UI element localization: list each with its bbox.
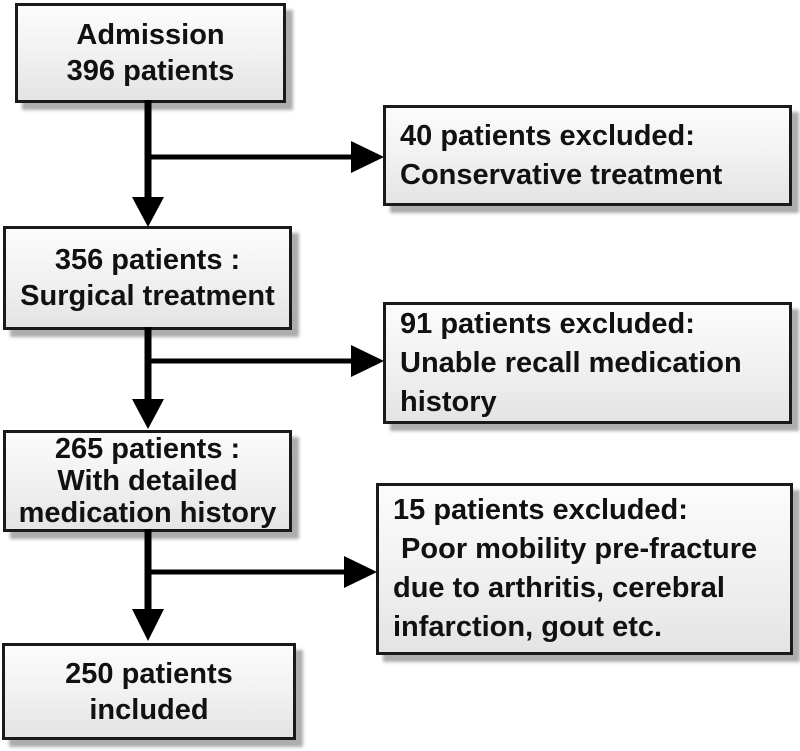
box-text-line: 40 patients excluded:	[400, 119, 695, 152]
flow-box-admission: Admission 396 patients	[15, 3, 286, 103]
flow-box-excluded-mobility: 15 patients excluded: Poor mobility pre-…	[376, 483, 793, 655]
box-text-line: included	[89, 693, 209, 726]
branch-arrow-to-excluded-mobility	[145, 556, 377, 588]
box-text-line: medication history	[18, 497, 277, 529]
box-text-line: infarction, gout etc.	[393, 611, 663, 643]
box-text-line: 15 patients excluded:	[393, 494, 688, 526]
box-text-line: With detailed	[57, 465, 238, 497]
box-text-line: history	[400, 385, 497, 418]
flow-box-detailed-history: 265 patients : With detailed medication …	[3, 430, 292, 532]
flow-box-excluded-conservative: 40 patients excluded: Conservative treat…	[383, 105, 792, 206]
arrow-detailed-to-included	[132, 529, 164, 641]
arrow-surgical-to-detailed	[132, 327, 164, 429]
box-text-line: Surgical treatment	[20, 280, 275, 312]
arrow-admission-to-surgical	[132, 100, 164, 227]
box-text-line: due to arthritis, cerebral	[393, 572, 725, 604]
box-text-line: 356 patients :	[54, 244, 241, 276]
box-text-line: Poor mobility pre-fracture	[393, 533, 758, 565]
flow-box-included: 250 patients included	[2, 643, 296, 740]
box-text-line: 396 patients	[66, 55, 235, 87]
box-text-line: 265 patients :	[54, 433, 241, 465]
box-text-line: Admission	[76, 19, 225, 51]
box-text-line: 91 patients excluded:	[400, 307, 695, 340]
box-text-line: Conservative treatment	[400, 158, 723, 191]
flow-box-surgical-treatment: 356 patients : Surgical treatment	[3, 226, 292, 330]
branch-arrow-to-excluded-recall	[145, 345, 384, 377]
flow-box-excluded-recall: 91 patients excluded: Unable recall medi…	[383, 302, 792, 424]
box-text-line: 250 patients	[65, 657, 233, 690]
branch-arrow-to-excluded-conservative	[145, 141, 384, 173]
box-text-line: Unable recall medication	[400, 346, 742, 379]
